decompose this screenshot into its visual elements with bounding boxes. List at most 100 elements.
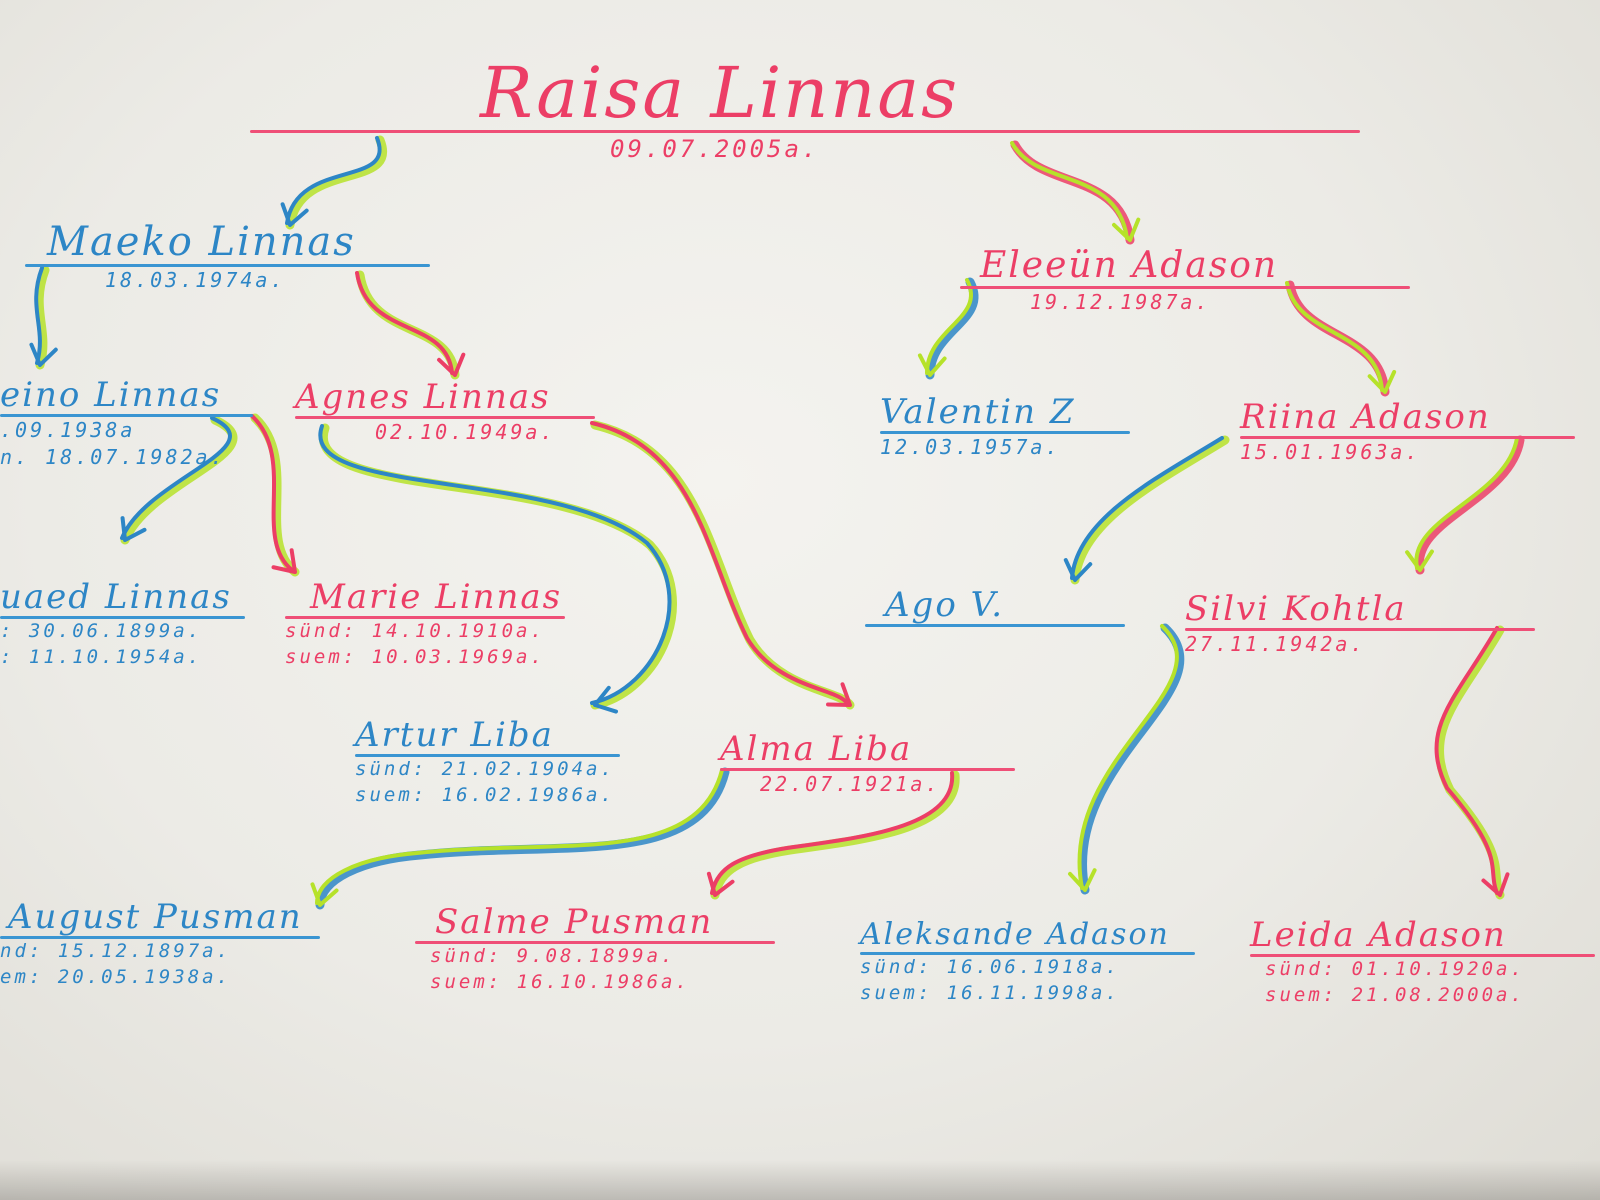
arrow-maeko-to-eino bbox=[29, 265, 58, 370]
arrow-stroke-inner bbox=[1285, 281, 1384, 392]
person-name: Silvi Kohtla bbox=[1185, 589, 1407, 629]
arrow-head bbox=[310, 882, 339, 907]
birth-date: 22.07.1921a. bbox=[760, 772, 941, 796]
node-riina-adason: Riina Adason 15.01.1963a. bbox=[1240, 400, 1575, 466]
name-underline bbox=[0, 616, 245, 619]
birth-date: 18.03.1974a. bbox=[105, 268, 286, 292]
birth-date: sünd: 9.08.1899a. bbox=[430, 945, 676, 967]
arrow-stroke-inner bbox=[318, 424, 672, 705]
arrow-head bbox=[1367, 369, 1397, 394]
node-uaed-linnas: uaed Linnas : 30.06.1899a. : 11.10.1954a… bbox=[0, 580, 245, 670]
arrow-root-to-maeko bbox=[280, 135, 387, 230]
name-underline bbox=[250, 130, 1360, 133]
arrow-stroke-inner bbox=[250, 414, 294, 572]
birth-date: : 30.06.1899a. bbox=[0, 620, 203, 642]
arrow-stroke-inner bbox=[710, 771, 955, 895]
birth-date: 19.12.1987a. bbox=[1030, 290, 1211, 314]
node-aleksande-adason: Aleksande Adason sünd: 16.06.1918a. suem… bbox=[860, 920, 1195, 1006]
person-name: Ago V. bbox=[885, 585, 1005, 625]
person-name: Marie Linnas bbox=[310, 577, 563, 617]
birth-date: sünd: 14.10.1910a. bbox=[285, 620, 545, 642]
person-name: August Pusman bbox=[8, 897, 303, 937]
arrow-riina-to-silvi bbox=[1405, 435, 1525, 575]
arrow-alma-to-salme bbox=[706, 770, 960, 900]
birth-date: 12.03.1957a. bbox=[880, 435, 1061, 459]
name-underline bbox=[355, 754, 620, 757]
arrow-stroke-outer bbox=[1414, 435, 1525, 575]
birth-date: sünd: 16.06.1918a. bbox=[860, 956, 1120, 978]
arrow-head bbox=[1112, 217, 1141, 242]
arrow-stroke-inner bbox=[355, 271, 454, 375]
arrow-head bbox=[593, 685, 618, 714]
node-leida-adason: Leida Adason sünd: 01.10.1920a. suem: 21… bbox=[1250, 918, 1595, 1008]
arrow-head bbox=[437, 352, 466, 377]
arrow-head bbox=[120, 516, 147, 542]
arrow-head bbox=[917, 353, 947, 377]
arrow-stroke-outer bbox=[34, 265, 50, 370]
arrow-eleeun-to-valentin bbox=[917, 277, 979, 380]
name-underline bbox=[860, 952, 1195, 955]
arrow-stroke-outer bbox=[285, 135, 387, 230]
node-maeko-linnas: Maeko Linnas 18.03.1974a. bbox=[25, 222, 430, 294]
person-name: uaed Linnas bbox=[0, 577, 232, 617]
arrow-silvi-to-aleksande bbox=[1068, 623, 1185, 895]
birth-date: 15.01.1963a. bbox=[1240, 440, 1421, 464]
arrow-stroke-inner bbox=[590, 421, 849, 705]
death-date: suem: 16.11.1998a. bbox=[860, 981, 1120, 1004]
birth-date: sünd: 21.02.1904a. bbox=[355, 758, 615, 780]
person-name: Salme Pusman bbox=[435, 902, 714, 942]
arrow-stroke-inner bbox=[1010, 141, 1129, 240]
birth-date: .09.1938a bbox=[0, 418, 136, 442]
person-name: eino Linnas bbox=[0, 375, 222, 415]
person-name: Alma Liba bbox=[720, 729, 913, 769]
node-silvi-kohtla: Silvi Kohtla 27.11.1942a. bbox=[1185, 592, 1535, 658]
arrow-eino-to-marie bbox=[250, 413, 300, 577]
node-ago-v: Ago V. bbox=[865, 588, 1125, 627]
birth-date: 09.07.2005a. bbox=[610, 135, 820, 163]
birth-date: 27.11.1942a. bbox=[1185, 632, 1366, 656]
name-underline bbox=[285, 616, 565, 619]
death-date: : 11.10.1954a. bbox=[0, 645, 203, 668]
arrow-eino-to-uaed bbox=[120, 415, 238, 545]
death-date: suem: 21.08.2000a. bbox=[1265, 983, 1525, 1006]
node-eleeun-adason: Eleeün Adason 19.12.1987a. bbox=[960, 248, 1410, 316]
bottom-shadow bbox=[0, 1160, 1600, 1200]
arrow-head bbox=[271, 548, 297, 574]
arrow-root-to-eleeun bbox=[1010, 140, 1141, 245]
person-name: Leida Adason bbox=[1250, 915, 1507, 955]
arrow-head bbox=[29, 342, 58, 367]
arrow-riina-to-ago bbox=[1063, 435, 1230, 585]
person-name: Maeko Linnas bbox=[47, 219, 356, 265]
name-underline bbox=[0, 936, 320, 939]
person-name: Aleksande Adason bbox=[860, 917, 1170, 952]
arrow-stroke-inner bbox=[315, 768, 724, 905]
node-alma-liba: Alma Liba 22.07.1921a. bbox=[720, 732, 1015, 798]
birth-date: sünd: 01.10.1920a. bbox=[1265, 958, 1525, 980]
arrow-head bbox=[1068, 868, 1097, 892]
name-underline bbox=[415, 941, 775, 944]
name-underline bbox=[1250, 954, 1595, 957]
arrow-stroke-inner bbox=[1414, 436, 1519, 570]
node-agnes-linnas: Agnes Linnas 02.10.1949a. bbox=[295, 380, 595, 446]
name-underline bbox=[1240, 436, 1575, 439]
arrow-maeko-to-agnes bbox=[355, 270, 466, 380]
name-underline bbox=[25, 264, 430, 267]
node-marie-linnas: Marie Linnas sünd: 14.10.1910a. suem: 10… bbox=[285, 580, 565, 670]
node-eino-linnas: eino Linnas .09.1938a n. 18.07.1982a. bbox=[0, 378, 253, 471]
name-underline bbox=[295, 416, 595, 419]
arrow-head bbox=[1481, 872, 1510, 897]
node-raisa-linnas: Raisa Linnas 09.07.2005a. bbox=[250, 58, 1360, 165]
arrow-stroke-inner bbox=[1070, 436, 1224, 580]
arrow-stroke-outer bbox=[590, 420, 855, 710]
arrow-stroke-inner bbox=[925, 278, 974, 375]
arrow-stroke-inner bbox=[285, 136, 382, 225]
node-august-pusman: August Pusman nd: 15.12.1897a. em: 20.05… bbox=[0, 900, 320, 990]
name-underline bbox=[960, 286, 1410, 289]
death-date: suem: 16.02.1986a. bbox=[355, 783, 615, 806]
birth-date: nd: 15.12.1897a. bbox=[0, 940, 232, 962]
arrow-stroke-outer bbox=[1078, 623, 1185, 895]
name-underline bbox=[1185, 628, 1535, 631]
death-date: suem: 16.10.1986a. bbox=[430, 970, 690, 993]
